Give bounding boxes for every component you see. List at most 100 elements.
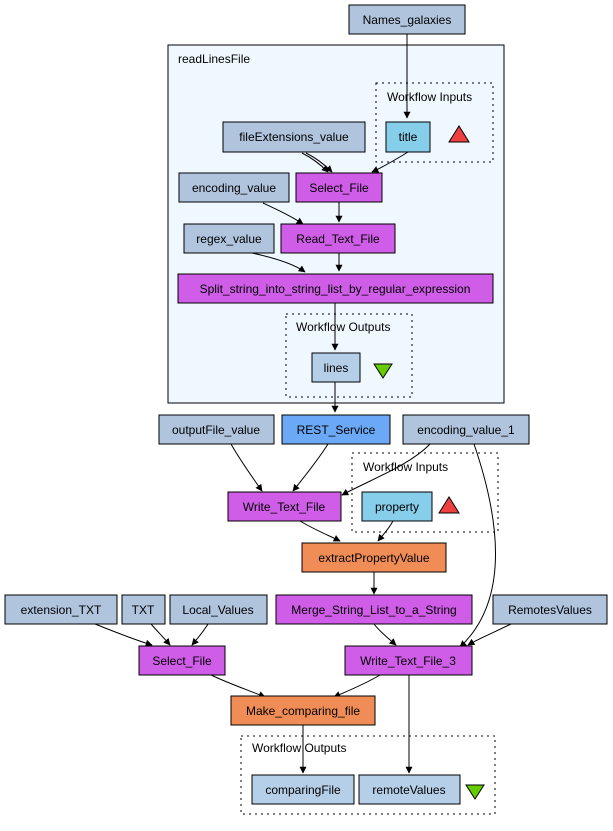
node-remotes-values-box bbox=[492, 594, 608, 625]
node-encoding-value-box bbox=[178, 172, 290, 203]
node-output-file-value-box bbox=[158, 414, 275, 445]
node-extract-property-value-label: extractPropertyValue bbox=[318, 551, 429, 565]
node-merge-string-list[interactable]: Merge_String_List_to_a_String bbox=[275, 594, 473, 625]
node-make-comparing-file-label: Make_comparing_file bbox=[246, 704, 360, 718]
node-select-file-inner[interactable]: Select_File bbox=[295, 172, 383, 203]
node-rest-service[interactable]: REST_Service bbox=[281, 414, 391, 445]
cluster-main-inputs: Workflow Inputs bbox=[351, 452, 499, 533]
node-regex-value[interactable]: regex_value bbox=[183, 223, 275, 254]
node-encoding-value[interactable]: encoding_value bbox=[178, 172, 290, 203]
node-select-file-inner-box bbox=[295, 172, 383, 203]
cluster-main-inputs-box bbox=[351, 452, 499, 533]
edge-local-to-select bbox=[191, 623, 209, 646]
node-title-label: title bbox=[399, 130, 418, 144]
cluster-main-outputs: Workflow Outputs bbox=[240, 735, 496, 815]
node-lines[interactable]: lines bbox=[311, 352, 361, 383]
edge-fileext-to-select-b bbox=[305, 152, 333, 173]
node-extension-txt-label: extension_TXT bbox=[21, 603, 102, 617]
node-read-text-file[interactable]: Read_Text_File bbox=[280, 223, 396, 254]
node-remotes-values-label: RemotesValues bbox=[508, 603, 592, 617]
edge-select-to-make bbox=[210, 674, 266, 698]
node-remote-values-box bbox=[358, 774, 461, 805]
node-encoding-value-1[interactable]: encoding_value_1 bbox=[402, 414, 530, 445]
edge-txt-to-select bbox=[150, 623, 171, 646]
cluster-inner-inputs: Workflow Inputs bbox=[375, 82, 494, 163]
node-rest-service-box bbox=[281, 414, 391, 445]
node-file-extensions-value[interactable]: fileExtensions_value bbox=[222, 121, 366, 153]
node-split-string-label: Split_string_into_string_list_by_regular… bbox=[200, 282, 471, 296]
node-lines-box bbox=[311, 352, 361, 383]
node-read-text-file-label: Read_Text_File bbox=[296, 232, 380, 246]
edge-write3-to-make bbox=[333, 674, 381, 698]
node-write-text-file[interactable]: Write_Text_File bbox=[227, 491, 342, 522]
node-rest-service-label: REST_Service bbox=[297, 423, 376, 437]
input-triangle-icon bbox=[438, 496, 460, 514]
node-file-extensions-value-label: fileExtensions_value bbox=[239, 130, 349, 144]
node-select-file-label: Select_File bbox=[152, 654, 212, 668]
node-make-comparing-file[interactable]: Make_comparing_file bbox=[230, 695, 376, 726]
node-local-values[interactable]: Local_Values bbox=[169, 594, 268, 625]
output-triangle-icon bbox=[465, 784, 485, 800]
node-local-values-box bbox=[169, 594, 268, 625]
node-lines-label: lines bbox=[324, 361, 349, 375]
node-property-label: property bbox=[375, 500, 419, 514]
edge-title-to-select-inner bbox=[371, 151, 409, 173]
node-names-galaxies-label: Names_galaxies bbox=[363, 13, 452, 27]
node-regex-value-label: regex_value bbox=[196, 232, 262, 246]
node-local-values-label: Local_Values bbox=[182, 603, 253, 617]
node-select-file-box bbox=[138, 645, 226, 676]
node-merge-string-list-label: Merge_String_List_to_a_String bbox=[291, 603, 456, 617]
node-output-file-value-label: outputFile_value bbox=[172, 423, 260, 437]
node-comparing-file[interactable]: comparingFile bbox=[251, 774, 355, 805]
node-comparing-file-box bbox=[251, 774, 355, 805]
edge-remotes-to-write3 bbox=[467, 623, 512, 646]
node-txt[interactable]: TXT bbox=[121, 594, 166, 625]
node-encoding-value-label: encoding_value bbox=[192, 181, 276, 195]
node-encoding-value-1-label: encoding_value_1 bbox=[417, 423, 515, 437]
node-remote-values[interactable]: remoteValues bbox=[358, 774, 461, 805]
node-split-string-box bbox=[177, 273, 494, 304]
cluster-inner-outputs: Workflow Outputs bbox=[285, 313, 413, 398]
node-read-text-file-box bbox=[280, 223, 396, 254]
node-remote-values-label: remoteValues bbox=[372, 783, 445, 797]
node-title-box bbox=[385, 121, 431, 153]
cluster-main-outputs-label: Workflow Outputs bbox=[252, 741, 346, 755]
node-extension-txt-box bbox=[4, 594, 118, 625]
node-make-comparing-file-box bbox=[230, 695, 376, 726]
node-comparing-file-label: comparingFile bbox=[265, 783, 341, 797]
node-file-extensions-value-box bbox=[222, 121, 366, 153]
cluster-inner-inputs-box bbox=[375, 82, 494, 163]
edges bbox=[94, 34, 512, 774]
edge-write-to-extract bbox=[299, 520, 341, 542]
edge-property-to-extract bbox=[377, 520, 394, 542]
node-remotes-values[interactable]: RemotesValues bbox=[492, 594, 608, 625]
node-property[interactable]: property bbox=[361, 491, 433, 522]
node-encoding-value-1-box bbox=[402, 414, 530, 445]
input-triangle-icon bbox=[448, 125, 470, 143]
node-split-string[interactable]: Split_string_into_string_list_by_regular… bbox=[177, 273, 494, 304]
node-output-file-value[interactable]: outputFile_value bbox=[158, 414, 275, 445]
cluster-main-outputs-box bbox=[240, 735, 496, 815]
node-select-file[interactable]: Select_File bbox=[138, 645, 226, 676]
node-write-text-file-box bbox=[227, 491, 342, 522]
edge-encoding-to-read bbox=[262, 202, 304, 225]
node-select-file-inner-label: Select_File bbox=[309, 181, 369, 195]
cluster-main-inputs-label: Workflow Inputs bbox=[363, 460, 448, 474]
node-names-galaxies-box bbox=[348, 4, 466, 35]
output-triangle-icon bbox=[373, 363, 393, 379]
node-write-text-file-3-label: Write_Text_File_3 bbox=[360, 654, 456, 668]
node-txt-box bbox=[121, 594, 166, 625]
node-names-galaxies[interactable]: Names_galaxies bbox=[348, 4, 466, 35]
node-extension-txt[interactable]: extension_TXT bbox=[4, 594, 118, 625]
edge-outputfile-to-write bbox=[230, 443, 263, 492]
node-title[interactable]: title bbox=[385, 121, 431, 153]
cluster-inner-inputs-label: Workflow Inputs bbox=[387, 90, 472, 104]
node-extract-property-value[interactable]: extractPropertyValue bbox=[301, 542, 447, 573]
node-write-text-file-3[interactable]: Write_Text_File_3 bbox=[344, 645, 473, 676]
node-regex-value-box bbox=[183, 223, 275, 254]
node-property-box bbox=[361, 491, 433, 522]
cluster-inner-outputs-label: Workflow Outputs bbox=[296, 320, 390, 334]
edge-encoding1-to-write3 bbox=[459, 443, 496, 648]
node-txt-label: TXT bbox=[132, 603, 155, 617]
